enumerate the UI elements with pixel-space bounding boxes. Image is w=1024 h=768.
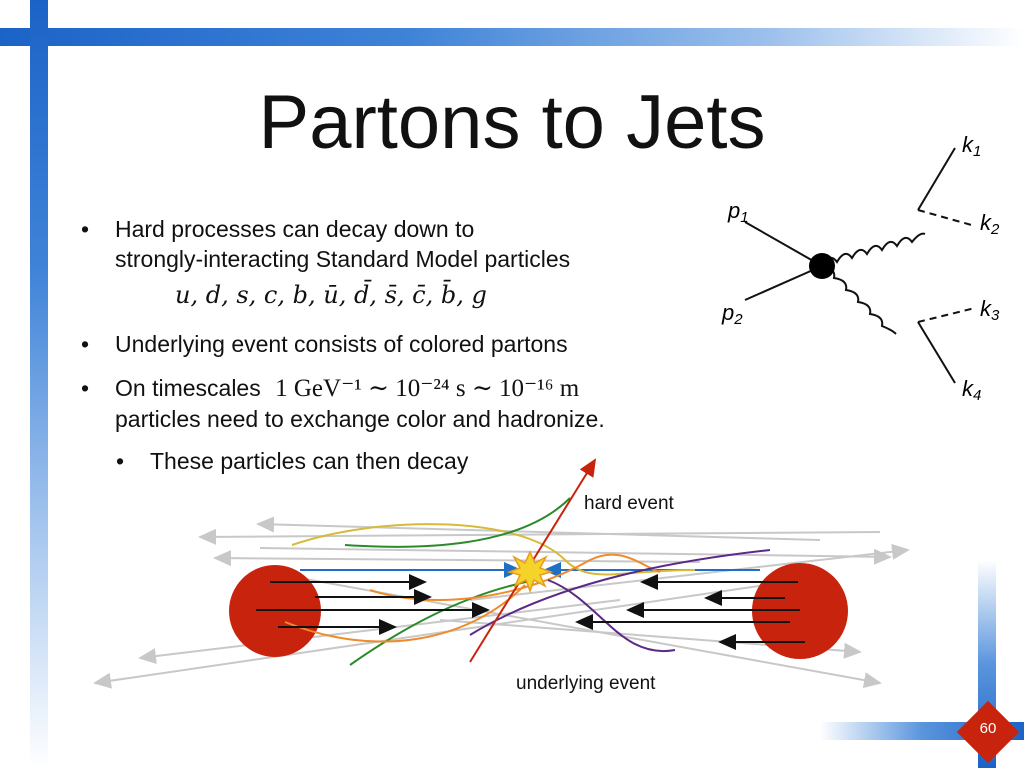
gray-track: [213, 550, 701, 567]
label-p1: p1: [727, 198, 749, 226]
bullet-hard-processes: • Hard processes can decay down to stron…: [81, 216, 571, 309]
underlying-event-label: underlying event: [516, 673, 656, 694]
gray-track: [198, 528, 881, 545]
left-accent-bar: [30, 0, 48, 768]
label-p2: p2: [721, 300, 743, 328]
gray-track: [259, 547, 892, 565]
bullet-timescales: • On timescales 1 GeV⁻¹ ∼ 10⁻²⁴ s ∼ 10⁻¹…: [81, 375, 605, 432]
vertex-blob: [809, 253, 835, 279]
incoming-line-p1: [744, 221, 823, 267]
left-proton-arrows: [256, 574, 490, 635]
bullet-2-text: Underlying event consists of colored par…: [115, 331, 568, 357]
right-proton-arrows: [575, 574, 805, 650]
green-parton-bottom: [349, 579, 536, 666]
bullet-1-line-1: Hard processes can decay down to: [115, 216, 475, 242]
outgoing-line-k3: [917, 307, 976, 323]
collision-illustration: hard event underlying event: [93, 458, 910, 694]
incoming-line-p2: [744, 265, 823, 301]
label-k1: k1: [962, 132, 981, 160]
subbullet-decay: • These particles can then decay: [116, 448, 469, 474]
feynman-diagram: p1 p2 k1 k2 k3 k4: [721, 132, 1000, 404]
page-number: 60: [979, 720, 997, 737]
green-parton-top: [344, 497, 571, 548]
label-k4: k4: [962, 376, 981, 404]
parton-list-math: u, d, s, c, b, ū, d̄, s̄, c̄, b̄, g: [175, 281, 487, 309]
bullet-3-prefix: On timescales: [115, 375, 261, 401]
timescale-math: 1 GeV⁻¹ ∼ 10⁻²⁴ s ∼ 10⁻¹⁶ m: [275, 375, 580, 402]
outgoing-line-k4: [917, 321, 956, 384]
subbullet-text: These particles can then decay: [150, 448, 469, 474]
gluon-line-upper: [821, 232, 926, 267]
orange-parton-left: [284, 584, 526, 643]
outgoing-line-k2: [917, 209, 976, 227]
outgoing-line-k1: [917, 147, 956, 211]
slide-title: Partons to Jets: [258, 80, 766, 165]
bullet-3-line-2: particles need to exchange color and had…: [115, 406, 605, 432]
gray-track: [256, 516, 821, 541]
bullet-underlying-event: • Underlying event consists of colored p…: [81, 331, 568, 357]
hard-event-label: hard event: [584, 493, 675, 514]
bullet-1-line-2: strongly-interacting Standard Model part…: [115, 246, 571, 272]
top-accent-bar: [0, 28, 1024, 46]
collision-star: [506, 550, 554, 594]
gray-track: [469, 543, 910, 601]
label-k2: k2: [980, 210, 1000, 238]
gluon-line-lower: [821, 265, 897, 335]
purple-parton-up: [469, 549, 771, 636]
label-k3: k3: [980, 296, 1000, 324]
purple-parton-down: [547, 579, 676, 653]
